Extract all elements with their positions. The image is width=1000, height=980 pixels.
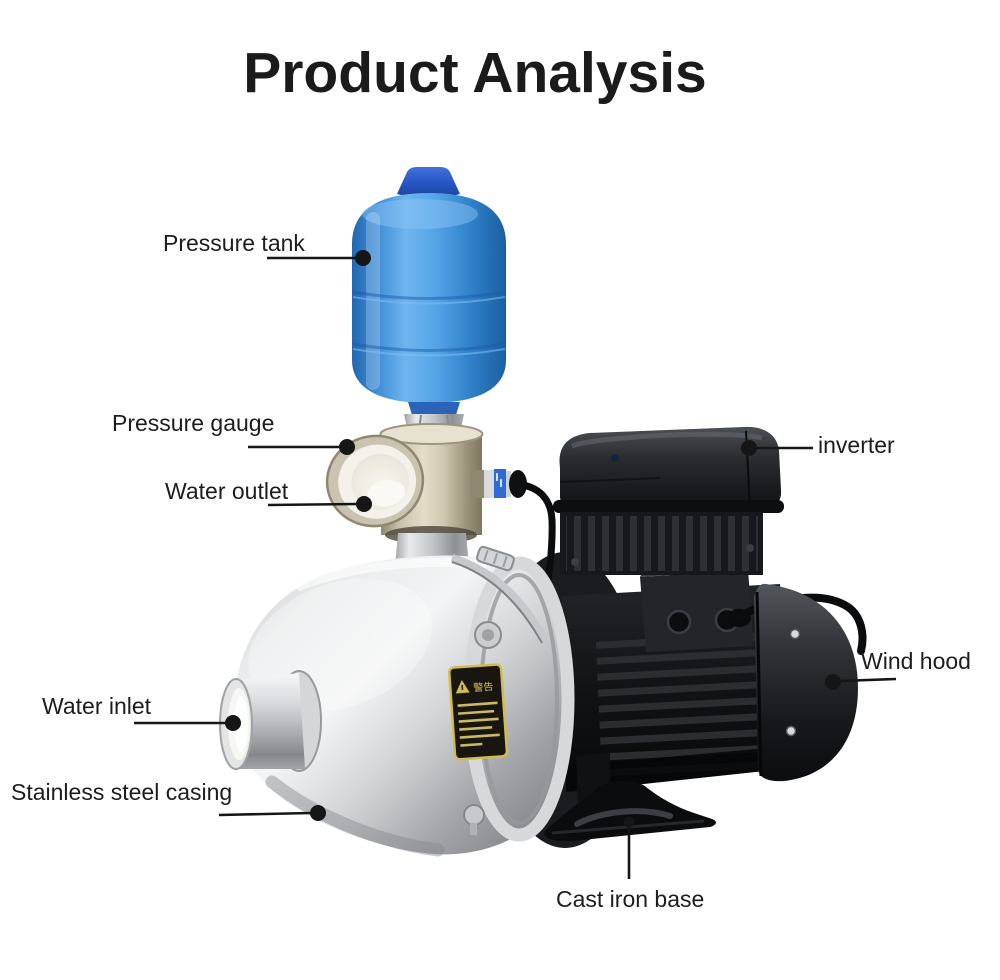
warning-label: 警告	[448, 663, 509, 761]
casing-bolt-top	[474, 621, 502, 649]
hood-screw	[785, 725, 797, 737]
motor-junction-box	[640, 562, 754, 652]
motor-underside-shadow	[566, 746, 792, 792]
water-inlet-graphic	[219, 670, 322, 772]
callout-pressure-tank-dot	[355, 250, 371, 266]
hood-screw	[789, 628, 801, 640]
callout-water-outlet-line	[267, 502, 358, 507]
motor-cooling-fins	[596, 630, 792, 780]
page-title: Product Analysis	[243, 41, 707, 105]
callout-lines	[134, 250, 897, 879]
label-water-outlet: Water outlet	[165, 478, 289, 504]
inverter-lid-lip	[553, 500, 784, 513]
casing-bolt-bottom	[463, 804, 485, 835]
wind-hood-graphic	[754, 583, 858, 782]
callout-casing-dot	[310, 805, 326, 821]
inverter-fins	[566, 516, 758, 571]
warning-label-lines	[457, 701, 500, 747]
inverter-indicator	[611, 454, 619, 462]
stainless-casing-graphic: 警告	[219, 545, 575, 857]
callout-casing-line	[218, 811, 312, 817]
label-inverter: inverter	[818, 432, 895, 458]
callout-wind-hood-dot	[825, 674, 841, 690]
hose-clamp	[450, 545, 549, 644]
label-cast-iron-base: Cast iron base	[556, 886, 705, 912]
warning-label-title: 警告	[473, 680, 494, 694]
tank-outlet-fitting	[408, 402, 460, 415]
label-stainless-steel-casing: Stainless steel casing	[11, 779, 233, 805]
callout-water-inlet-dot	[225, 715, 241, 731]
tank-cap	[397, 167, 460, 199]
label-pressure-tank: Pressure tank	[163, 230, 305, 256]
pressure-tank-graphic	[352, 167, 506, 438]
cast-iron-base-graphic	[544, 752, 716, 842]
callout-pressure-gauge-dot	[339, 439, 355, 455]
inverter-lid	[559, 426, 782, 514]
label-pressure-gauge: Pressure gauge	[112, 410, 275, 436]
callout-base-dot	[623, 816, 635, 828]
inverter-graphic	[553, 426, 784, 575]
callout-water-outlet-dot	[356, 496, 372, 512]
label-wind-hood: Wind hood	[861, 648, 971, 674]
pressure-sensor	[470, 469, 527, 498]
callout-inverter-dot	[741, 440, 757, 456]
label-water-inlet: Water inlet	[42, 693, 152, 719]
callout-wind-hood-line	[840, 677, 897, 683]
